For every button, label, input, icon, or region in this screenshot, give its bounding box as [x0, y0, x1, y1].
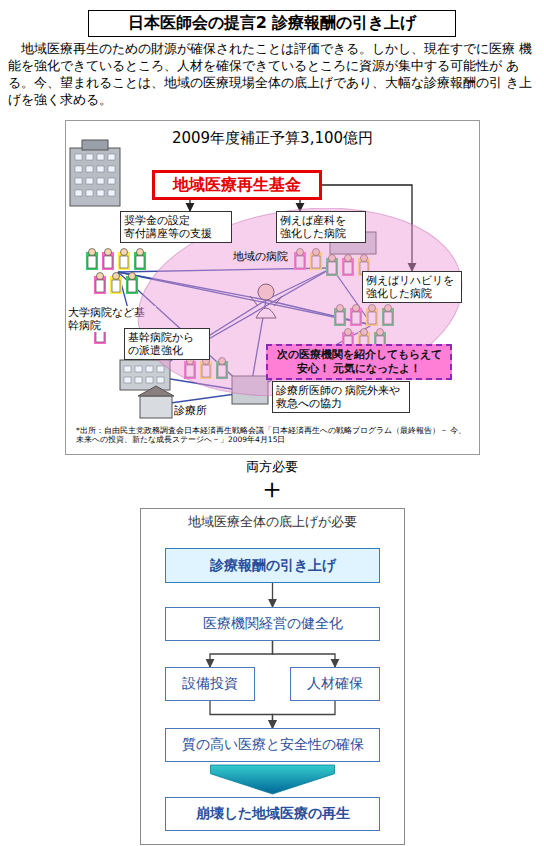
window	[97, 166, 104, 172]
box-text: 次の医療機関を紹介してもらえて 安心！ 元気になったよ！	[272, 348, 446, 376]
window	[86, 178, 93, 184]
doctor-figure	[110, 273, 122, 295]
window	[86, 154, 93, 160]
window	[97, 190, 104, 196]
box-text: 設備投資	[182, 675, 238, 693]
process-box: 診療報酬の引き上げ	[165, 548, 380, 583]
doctor-figure	[126, 273, 138, 295]
window	[108, 166, 115, 172]
window	[97, 154, 104, 160]
measure-box: 基幹病院から の派遣強化	[124, 328, 210, 360]
doctor-figure	[134, 249, 146, 271]
flow-arrow	[272, 583, 273, 607]
source-note: *出所：自由民主党政務調査会日本経済再生戦略会議「日本経済再生への戦略プログラム…	[76, 426, 478, 445]
plus-sign: ＋	[242, 474, 302, 504]
flow-arrow	[273, 641, 336, 667]
window	[135, 366, 142, 372]
box-text: 質の高い医療と安全性の確保	[182, 736, 364, 754]
window	[86, 190, 93, 196]
process-box: 医療機関経営の健全化	[165, 607, 380, 641]
building-label: 診療所	[174, 404, 218, 417]
box-text: 診療報酬の引き上げ	[210, 557, 336, 575]
window	[108, 190, 115, 196]
flow-arrow	[273, 701, 336, 728]
doctor-figure	[118, 249, 130, 271]
window	[75, 190, 82, 196]
measure-box: 診療所医師の 病院外来や 救急への協力	[272, 381, 410, 413]
fund-box: 地域医療再生基金	[152, 170, 322, 200]
box-text: 地域医療再生基金	[159, 175, 315, 195]
process-box: 質の高い医療と安全性の確保	[165, 728, 380, 762]
process-box: 人材確保	[290, 667, 380, 701]
panel-heading: 2009年度補正予算3,100億円	[66, 129, 479, 148]
flow-panel: 地域医療全体の底上げが必要診療報酬の引き上げ医療機関経営の健全化設備投資 人材確保…	[140, 508, 405, 845]
process-box: 設備投資	[165, 667, 255, 701]
window	[146, 377, 153, 383]
window	[108, 154, 115, 160]
block-arrow	[211, 765, 335, 794]
university-building	[70, 148, 120, 206]
box-text: 基幹病院から の派遣強化	[128, 331, 206, 357]
box-text: 医療機関経営の健全化	[203, 615, 343, 633]
doctor-figure	[94, 273, 106, 295]
window	[97, 178, 104, 184]
illustration-ground	[65, 120, 480, 455]
intro-paragraph: 地域医療再生のための財源が確保されたことは評価できる。しかし、現在すでに医療 機…	[8, 40, 538, 108]
window	[135, 377, 142, 383]
clinic-building	[140, 396, 172, 418]
window	[75, 178, 82, 184]
flow-arrow	[189, 200, 190, 211]
patient-callout: 次の医療機関を紹介してもらえて 安心！ 元気になったよ！	[266, 344, 452, 380]
panel-heading: 地域医療全体の底上げが必要	[141, 514, 404, 530]
hospital-box: 例えば産科を 強化した病院	[276, 211, 366, 243]
window	[124, 377, 131, 383]
hospital-box: 例えばリハビリを 強化した病院	[362, 271, 462, 303]
box-text: 人材確保	[307, 675, 363, 693]
doctor-figure	[86, 249, 98, 271]
box-text: 例えばリハビリを 強化した病院	[366, 274, 458, 300]
flow-arrow	[210, 701, 273, 728]
result-box: 崩壊した地域医療の再生	[165, 797, 380, 831]
box-text: 例えば産科を 強化した病院	[280, 214, 362, 240]
box-text: 崩壊した地域医療の再生	[196, 805, 350, 823]
clinic-roof	[138, 386, 174, 396]
box-text: 診療所医師の 病院外来や 救急への協力	[276, 384, 406, 410]
window	[108, 178, 115, 184]
box-text: 奨学金の設定 寄付講座等の支援	[124, 214, 228, 240]
window	[75, 166, 82, 172]
page-title: 日本医師会の提言2 診療報酬の引き上げ	[88, 10, 456, 37]
window	[124, 366, 131, 372]
window	[75, 154, 82, 160]
measure-box: 奨学金の設定 寄付講座等の支援	[120, 211, 232, 243]
joint-note: 両方必要	[222, 459, 322, 475]
region-panel: 2009年度補正予算3,100億円地域医療再生基金地域の病院奨学金の設定 寄付講…	[65, 120, 480, 455]
window	[86, 166, 93, 172]
doctor-figure	[102, 249, 114, 271]
window	[157, 377, 164, 383]
window	[157, 366, 164, 372]
region-label: 地域の病院	[233, 250, 465, 263]
flow-arrow	[210, 641, 273, 667]
university-roof	[82, 140, 108, 150]
window	[146, 366, 153, 372]
